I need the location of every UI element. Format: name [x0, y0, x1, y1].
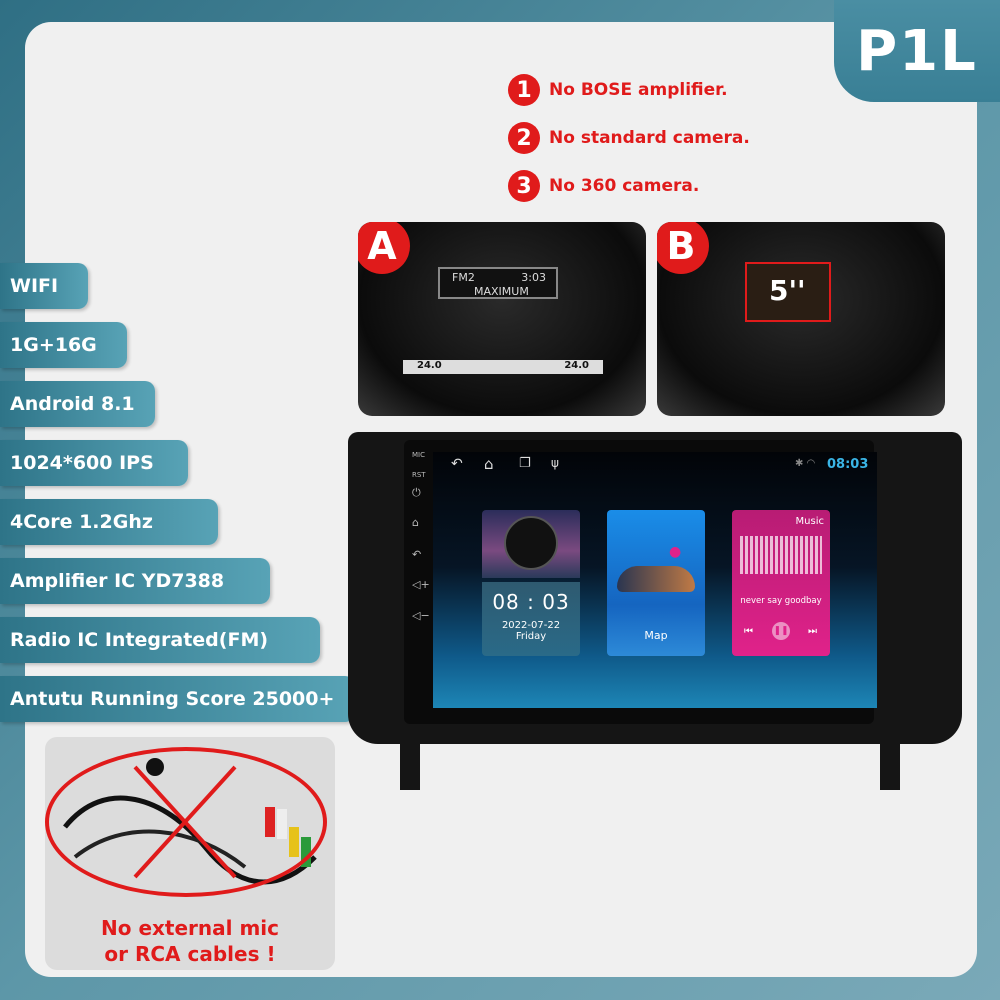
radio-time: 3:03: [521, 271, 546, 284]
reset-label: RST: [412, 471, 426, 479]
temp-left: 24.0: [417, 360, 442, 371]
note-number: 1: [508, 74, 540, 106]
spec-tag: Antutu Running Score 25000+: [0, 676, 355, 722]
status-time: 08:03: [827, 457, 869, 472]
nav-recents-icon[interactable]: ❐: [519, 456, 531, 471]
radio-band: FM2: [452, 271, 475, 284]
clock-face: [482, 510, 580, 578]
cables-warning: No external mic or RCA cables !: [45, 915, 335, 967]
note-text: No standard camera.: [549, 128, 750, 148]
mic-label: MIC: [412, 451, 425, 459]
mount-bracket-left: [400, 740, 420, 790]
climate-display: 24.0 24.0: [403, 360, 603, 374]
note-text: No BOSE amplifier.: [549, 80, 728, 100]
mount-bracket-right: [880, 740, 900, 790]
note-item: 2 No standard camera.: [508, 114, 750, 162]
dashboard-photo-b: B 5'': [657, 222, 945, 416]
previous-icon[interactable]: ⏮: [744, 626, 753, 637]
usb-icon: ψ: [551, 456, 559, 470]
spec-tag: 4Core 1.2Ghz: [0, 499, 218, 545]
spec-tag: Amplifier IC YD7388: [0, 558, 270, 604]
spec-tag: Radio IC Integrated(FM): [0, 617, 320, 663]
spec-tag: WIFI: [0, 263, 88, 309]
power-icon[interactable]: ⏻: [412, 486, 421, 499]
volume-down-icon[interactable]: ◁−: [412, 609, 430, 622]
warning-line: No external mic: [101, 916, 279, 940]
warning-line: or RCA cables !: [104, 942, 276, 966]
dashboard-photo-a: A FM2 3:03 MAXIMUM 24.0 24.0: [358, 222, 646, 416]
note-item: 1 No BOSE amplifier.: [508, 66, 750, 114]
home-side-icon[interactable]: ⌂: [412, 516, 419, 529]
volume-up-icon[interactable]: ◁+: [412, 578, 430, 591]
nav-back-icon[interactable]: ↶: [451, 456, 463, 472]
compatibility-notes: 1 No BOSE amplifier. 2 No standard camera.…: [508, 66, 750, 210]
spec-tag: 1024*600 IPS: [0, 440, 188, 486]
day-text: Friday: [515, 631, 547, 642]
radio-station: MAXIMUM: [474, 285, 529, 298]
spec-list: WIFI 1G+16G Android 8.1 1024*600 IPS 4Co…: [0, 263, 355, 735]
analog-clock-icon: [504, 516, 558, 570]
excluded-cables-box: No external mic or RCA cables !: [45, 737, 335, 970]
note-item: 3 No 360 camera.: [508, 162, 750, 210]
map-label: Map: [644, 629, 668, 642]
digital-time: 08 : 03: [492, 590, 570, 614]
date-text: 2022-07-22: [501, 620, 561, 631]
pause-icon[interactable]: ❚❚: [772, 622, 790, 640]
song-title: never say goodbay: [740, 596, 822, 606]
photo-letter: A: [358, 222, 410, 274]
android-screen: ↶ ⌂ ❐ ψ ✱ ◠ 08:03 08 : 03 2022-07-22 Fri…: [433, 452, 877, 708]
map-widget[interactable]: ● Map: [607, 510, 705, 656]
music-widget[interactable]: Music never say goodbay ⏮ ❚❚ ⏭: [732, 510, 830, 656]
music-title: Music: [795, 516, 824, 527]
screen-size-label: 5'': [769, 274, 806, 307]
small-screen: [745, 262, 831, 322]
cross-out-oval: [45, 747, 327, 897]
spec-tag: Android 8.1: [0, 381, 155, 427]
temp-right: 24.0: [564, 360, 589, 371]
back-side-icon[interactable]: ↶: [412, 548, 422, 561]
clock-widget[interactable]: 08 : 03 2022-07-22 Friday: [482, 510, 580, 656]
note-number: 2: [508, 122, 540, 154]
nav-home-icon[interactable]: ⌂: [484, 455, 494, 473]
photo-letter: B: [657, 222, 709, 274]
equalizer-graphic: [740, 536, 822, 574]
spec-tag: 1G+16G: [0, 322, 127, 368]
location-pin-icon: ●: [669, 544, 682, 560]
model-badge: P1L: [834, 0, 1000, 102]
bluetooth-wifi-icon: ✱ ◠: [795, 458, 816, 469]
car-image: [617, 566, 695, 592]
next-icon[interactable]: ⏭: [808, 626, 817, 637]
radio-display: FM2 3:03 MAXIMUM: [438, 267, 558, 299]
note-number: 3: [508, 170, 540, 202]
note-text: No 360 camera.: [549, 176, 700, 196]
